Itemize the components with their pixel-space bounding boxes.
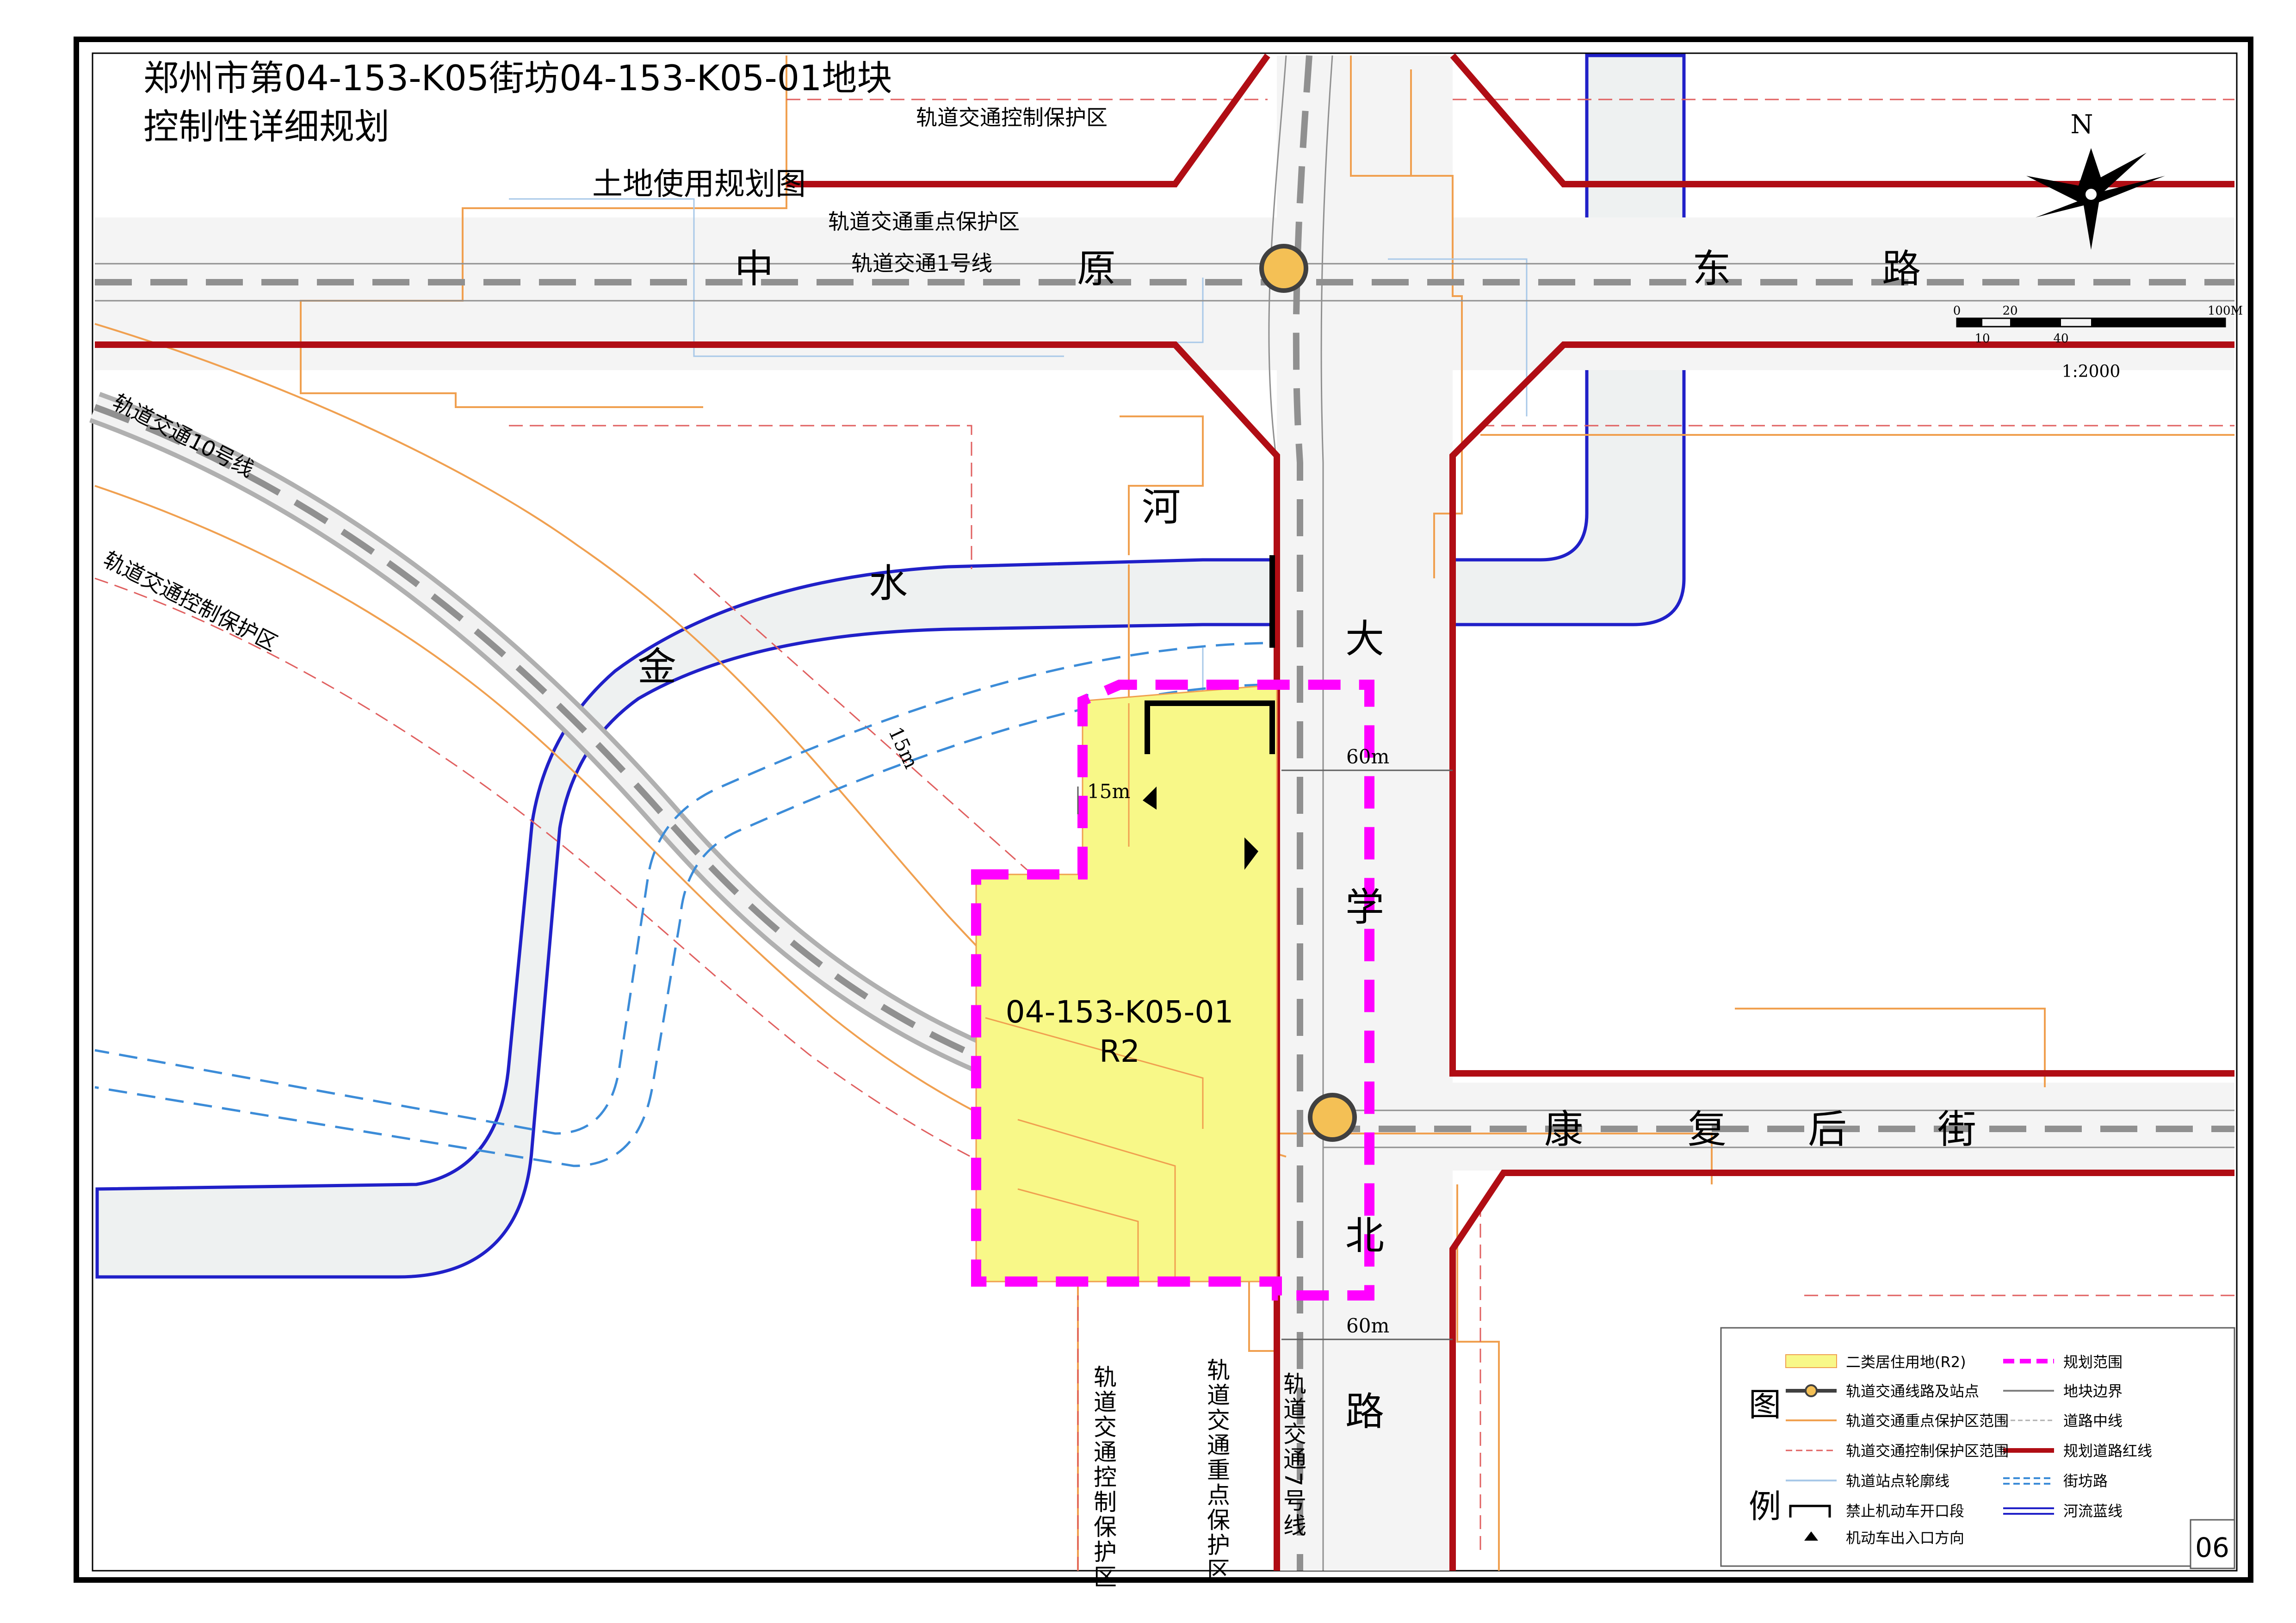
scale-tick-20: 20 <box>2002 304 2018 318</box>
planning-boundary <box>971 680 1374 1301</box>
road-char: 中 <box>735 246 774 291</box>
station-kangfu <box>1308 1093 1357 1142</box>
legend-item-boundary: 规划范围 <box>2063 1353 2123 1371</box>
legend-item-no-opening: 禁止机动车开口段 <box>1846 1502 1964 1520</box>
title-line1: 郑州市第04-153-K05街坊04-153-K05-01地块 <box>143 57 892 99</box>
rail-line-kangfu <box>1323 1109 2234 1148</box>
rail-stations <box>1259 244 1357 1142</box>
dim-60m-a: 60m <box>1346 745 1389 768</box>
road-char: 复 <box>1688 1107 1727 1152</box>
dim-60m-b: 60m <box>1346 1314 1389 1337</box>
scale-bar: 0 20 100M 10 40 1:2000 <box>1953 304 2243 381</box>
river-char: 水 <box>869 561 908 606</box>
road-char: 路 <box>1882 246 1921 291</box>
v-line7-label: 轨道交通7号线 <box>1280 1372 1306 1538</box>
road-char: 原 <box>1077 246 1116 291</box>
sheet-number: 06 <box>2195 1532 2229 1563</box>
river-char: 金 <box>637 644 676 689</box>
road-kangfu-label: 康 复 后 街 <box>1544 1107 1976 1152</box>
no-opening-segments <box>1145 555 1275 754</box>
road-char: 东 <box>1692 246 1731 291</box>
road-char: 后 <box>1808 1107 1847 1152</box>
scale-tick-0: 0 <box>1953 304 1961 318</box>
river-label: 金 水 河 <box>637 484 1181 689</box>
entry-direction-arrows <box>1143 787 1258 870</box>
road-char: 学 <box>1345 885 1384 930</box>
legend-item-r2: 二类居住用地(R2) <box>1846 1353 1966 1371</box>
legend-item-road-center: 道路中线 <box>2063 1412 2123 1430</box>
road-red-lines <box>95 53 2234 1571</box>
key-zone-top-label: 轨道交通重点保护区 <box>828 209 1020 234</box>
inner-frame <box>92 52 2238 1572</box>
ctrl-zone-top-label: 轨道交通控制保护区 <box>916 105 1108 130</box>
road-char: 街 <box>1937 1107 1976 1152</box>
legend-item-rail: 轨道交通线路及站点 <box>1846 1382 1979 1400</box>
line1-label: 轨道交通1号线 <box>851 251 992 276</box>
dim-15m-b: 15m <box>1087 780 1130 803</box>
scale-ratio: 1:2000 <box>2062 362 2121 381</box>
v-key-zone-label: 轨道交通重点保护区 <box>1203 1358 1230 1583</box>
legend-item-river: 河流蓝线 <box>2063 1502 2123 1520</box>
legend-item-red-line: 规划道路红线 <box>2063 1442 2152 1460</box>
legend-title-b: 例 <box>1749 1487 1781 1525</box>
road-daxue-label: 大 学 北 路 <box>1345 616 1384 1434</box>
dimension-lines <box>1077 769 1453 1340</box>
scale-tick-10: 10 <box>1974 332 1990 346</box>
road-char: 康 <box>1544 1107 1583 1152</box>
road-zhongyuan-label: 中 原 东 路 <box>735 246 1921 291</box>
river-band <box>95 54 1686 1279</box>
legend-item-street: 街坊路 <box>2063 1472 2108 1490</box>
scale-tick-100: 100M <box>2208 304 2243 318</box>
north-label: N <box>2071 110 2093 140</box>
map-name: 土地使用规划图 <box>592 166 806 202</box>
v-ctrl-zone-label: 轨道交通控制保护区 <box>1090 1365 1117 1590</box>
legend-item-station-outline: 轨道站点轮廓线 <box>1846 1472 1949 1490</box>
river-char: 河 <box>1142 484 1181 530</box>
parcel-internal-lines <box>985 703 1204 1282</box>
scale-tick-40: 40 <box>2053 332 2068 346</box>
north-arrow: N <box>2026 110 2165 250</box>
legend-item-key-zone: 轨道交通重点保护区范围 <box>1846 1412 2009 1430</box>
legend-title-a: 图 <box>1749 1386 1781 1424</box>
control-protection-lines <box>94 99 2234 1571</box>
road-char: 北 <box>1345 1213 1384 1258</box>
legend: 图 例 二类居住用地(R2) 规划范围 轨道交通线路及站点 地块边界 轨道交通重… <box>1720 1327 2235 1567</box>
legend-item-ctrl-zone: 轨道交通控制保护区范围 <box>1846 1442 2009 1460</box>
sheet-box <box>2190 1519 2235 1569</box>
road-char: 路 <box>1345 1389 1384 1434</box>
legend-item-entry: 机动车出入口方向 <box>1846 1529 1964 1547</box>
road-char: 大 <box>1345 616 1384 662</box>
parcel-id: 04-153-K05-01 <box>1006 994 1234 1030</box>
station-zhongyuan <box>1259 244 1308 293</box>
legend-item-parcel-edge: 地块边界 <box>2063 1382 2123 1400</box>
parcel-code: R2 <box>1099 1034 1140 1069</box>
title-line2: 控制性详细规划 <box>143 106 390 147</box>
rail-line-1 <box>95 263 2234 302</box>
